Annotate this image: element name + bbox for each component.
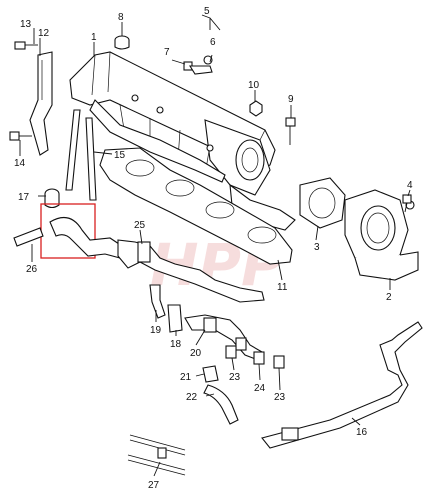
label-13: 13 [20,19,32,30]
valve-18 [167,304,183,333]
hose-19 [149,284,166,319]
leader-lines [19,14,411,477]
label-25: 25 [134,220,146,231]
label-7: 7 [164,47,170,58]
label-16: 16 [356,427,368,438]
label-3: 3 [314,242,320,253]
pipe-16 [261,321,423,449]
label-23a: 23 [229,372,241,383]
fitting-23b [273,355,285,369]
label-24: 24 [254,383,266,394]
label-5: 5 [204,6,210,17]
bolt-14 [9,131,32,141]
manifold-gasket [99,147,293,265]
fitting-24 [253,351,265,365]
label-11: 11 [277,282,288,293]
label-19: 19 [150,325,162,336]
label-20: 20 [190,348,202,359]
label-9: 9 [288,94,294,105]
bolt-10 [249,100,263,117]
label-6: 6 [210,37,216,48]
bracket-12 [29,51,53,156]
bolt-9 [285,117,296,145]
label-10: 10 [248,80,260,91]
throttle-gasket [299,177,346,229]
part-labels: 13 12 1 8 5 7 6 10 9 14 15 17 4 25 26 3 … [14,6,413,491]
bolt-13 [14,41,38,50]
label-23b: 23 [274,392,286,403]
sensor-6-7 [183,55,213,75]
label-2: 2 [386,292,392,303]
label-21: 21 [180,372,192,383]
label-18: 18 [170,339,182,350]
label-8: 8 [118,12,124,23]
connector-21 [202,365,219,383]
pipe-15 [65,109,97,201]
label-27: 27 [148,480,160,491]
label-12: 12 [38,28,50,39]
label-26: 26 [26,264,38,275]
label-1: 1 [91,32,97,43]
hose-22 [203,384,239,425]
fitting-23a [225,345,237,359]
straps-27 [127,434,186,476]
label-22: 22 [186,392,198,403]
elbow-17 [44,188,60,209]
label-15: 15 [114,150,126,161]
intake-manifold [69,51,296,231]
hose-26 [13,216,126,259]
label-17: 17 [18,192,30,203]
throttle-body [344,189,419,281]
label-14: 14 [14,158,26,169]
hose-25 [117,239,265,303]
cap-8 [114,35,130,50]
bolt-4 [402,194,412,213]
label-4: 4 [407,180,413,191]
